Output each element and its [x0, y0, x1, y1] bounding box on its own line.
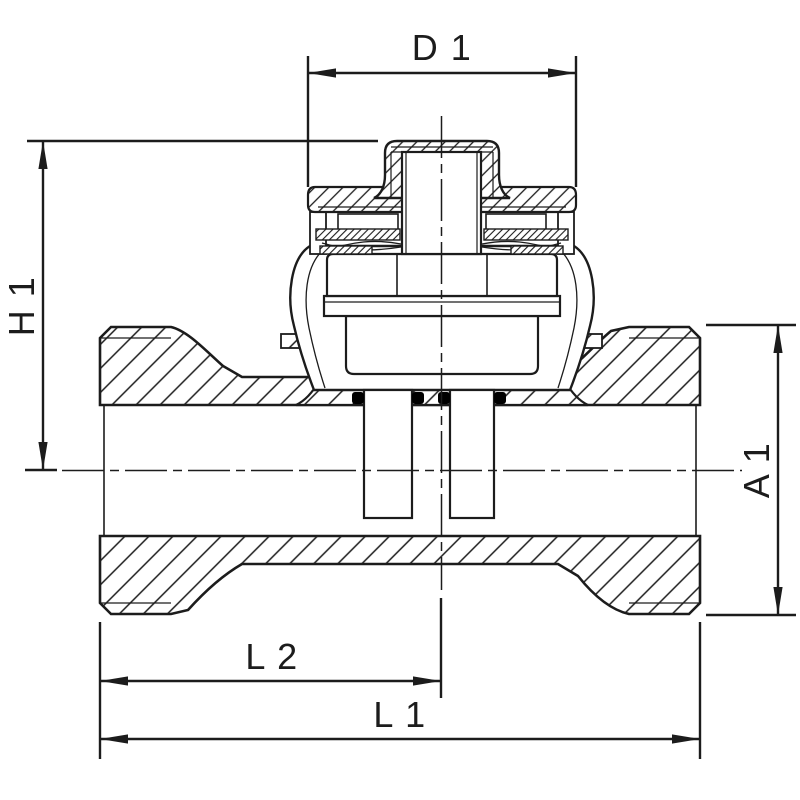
d1-arrow-left — [308, 68, 336, 78]
d1-arrow-right — [548, 68, 576, 78]
h1-arrow-bottom — [38, 442, 48, 470]
dimension-label-d1: D 1 — [412, 27, 473, 68]
body-bottom-wall — [98, 534, 702, 616]
o-ring-seal — [352, 392, 364, 404]
stem-post-left — [362, 388, 414, 520]
l1-arrow-left — [100, 734, 128, 744]
dimension-d1: D 1 — [306, 27, 578, 187]
packing-seal-left — [315, 228, 401, 241]
h1-arrow-top — [38, 141, 48, 169]
l2-arrow-left — [100, 676, 128, 686]
o-ring-seal — [412, 392, 424, 404]
drawing-root: D 1 H 1 A 1 — [1, 27, 796, 759]
l2-arrow-right — [413, 676, 441, 686]
a1-arrow-bottom — [773, 587, 783, 615]
dimension-l2: L 2 — [100, 598, 443, 698]
packing-ring-left — [319, 245, 373, 255]
centerlines — [62, 116, 742, 590]
a1-arrow-top — [773, 325, 783, 353]
o-ring-seals — [352, 392, 506, 404]
dimension-h1: H 1 — [1, 139, 378, 472]
dimension-label-l2: L 2 — [245, 636, 298, 677]
dimension-label-a1: A 1 — [736, 442, 777, 499]
bell-inner-wall-left — [305, 251, 326, 389]
dimension-a1: A 1 — [706, 323, 796, 617]
dimension-label-h1: H 1 — [1, 276, 42, 337]
l1-arrow-right — [672, 734, 700, 744]
o-ring-seal — [494, 392, 506, 404]
dimensions: D 1 H 1 A 1 — [1, 27, 796, 759]
packing-seal-right — [483, 228, 569, 241]
dimension-label-l1: L 1 — [373, 694, 426, 735]
o-ring-seal — [438, 392, 450, 404]
stem-post-right — [448, 388, 496, 520]
packing-ring-right — [510, 245, 564, 255]
packing-chamber — [309, 211, 575, 255]
bell-inner-wall-right — [557, 251, 578, 389]
dimension-l1: L 1 — [98, 622, 702, 759]
